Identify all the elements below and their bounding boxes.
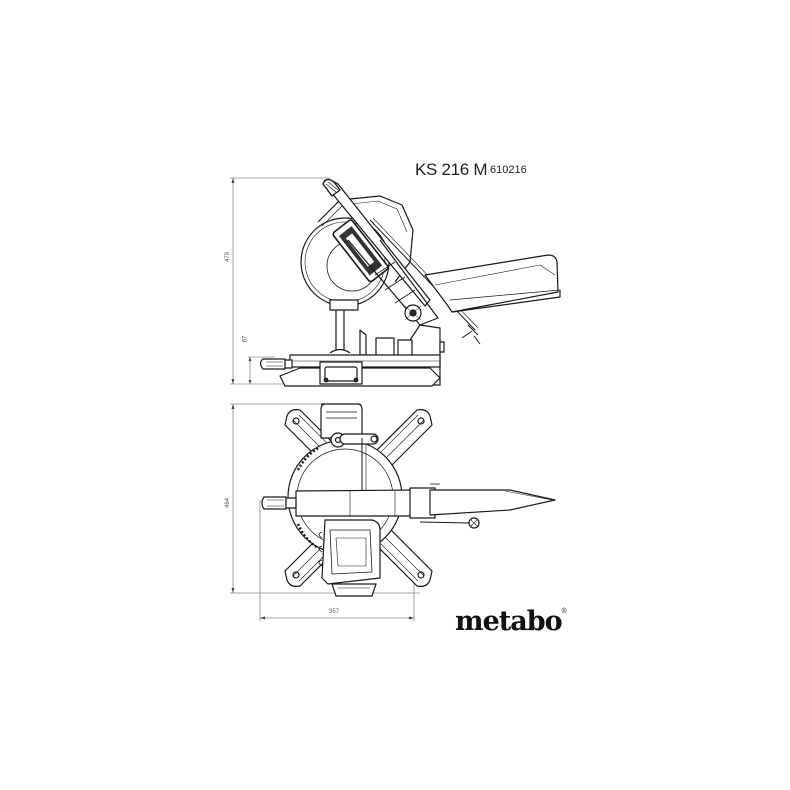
dimension-label-table-height: 67 bbox=[242, 335, 249, 343]
model-title: KS 216 M bbox=[415, 160, 488, 179]
logo-text: metabo bbox=[455, 606, 563, 637]
dimension-label-width: 357 bbox=[329, 609, 340, 615]
top-view-drawing bbox=[261, 403, 556, 597]
article-number: 610216 bbox=[490, 164, 527, 176]
dimension-arrows bbox=[231, 178, 414, 620]
dimension-label-height: 479 bbox=[225, 251, 232, 263]
dimension-label-depth: 464 bbox=[225, 497, 232, 509]
registered-mark: ® bbox=[561, 608, 567, 615]
metabo-logo: metabo® bbox=[455, 606, 567, 637]
side-view-drawing bbox=[259, 178, 561, 387]
